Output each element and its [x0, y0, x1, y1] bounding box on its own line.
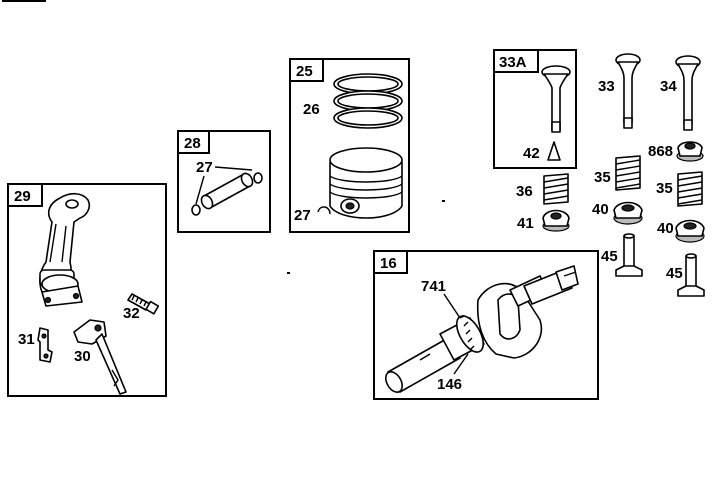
group-25-box: [289, 58, 410, 233]
connecting-rod-icon: [39, 192, 91, 307]
part-35-right-label: 35: [656, 180, 673, 197]
group-25-label: 25: [296, 63, 313, 80]
lock-plate-icon: [37, 327, 53, 363]
part-146-label: 146: [437, 376, 462, 393]
part-741-label: 741: [421, 278, 446, 295]
group-28-box: [177, 130, 271, 233]
part-27-piston-clip-label: 27: [294, 207, 311, 224]
valve-spring-36-icon: [543, 173, 569, 205]
tappet-icon: [615, 233, 643, 277]
group-33a-tag: [493, 49, 539, 73]
group-29-box: [7, 183, 167, 397]
valve-seal-868-icon: [676, 141, 704, 162]
part-27-pin-clip-label: 27: [196, 159, 213, 176]
part-45-right-label: 45: [666, 265, 683, 282]
part-40-right-label: 40: [657, 220, 674, 237]
group-16-crankshaft: 16 741 146: [373, 250, 599, 400]
part-26-label: 26: [303, 101, 320, 118]
group-16-tag: [373, 250, 408, 274]
piston-clip-icon: [317, 206, 331, 215]
group-25-tag: [289, 58, 324, 82]
part-868-label: 868: [648, 143, 673, 160]
piston-icon: [329, 147, 403, 219]
spring-retainer-icon: [675, 219, 705, 243]
pin-clip-icon: [191, 204, 201, 216]
retainer-42-icon: [547, 141, 561, 161]
part-32-label: 32: [123, 305, 140, 322]
stray-mark: [287, 272, 290, 274]
group-29-label: 29: [14, 188, 31, 205]
group-16-box: [373, 250, 599, 400]
group-28-label: 28: [184, 135, 201, 152]
crankshaft-icon: [385, 265, 579, 393]
spring-retainer-41-icon: [542, 209, 570, 232]
group-33a-label: 33A: [499, 54, 527, 71]
part-31-label: 31: [18, 331, 35, 348]
part-36-label: 36: [516, 183, 533, 200]
part-33-label: 33: [598, 78, 615, 95]
valve-33-icon: [615, 53, 641, 129]
part-34-label: 34: [660, 78, 677, 95]
group-29-connecting-rod: 29 32 31 30: [7, 183, 167, 397]
rod-bolt-icon: [127, 293, 160, 315]
group-28-piston-pin: 28 27: [177, 130, 271, 233]
spring-retainer-icon: [613, 201, 643, 225]
group-29-tag: [7, 183, 43, 207]
pin-clip-icon: [253, 172, 263, 184]
part-41-label: 41: [517, 215, 534, 232]
group-16-label: 16: [380, 255, 397, 272]
part-42-label: 42: [523, 145, 540, 162]
oil-dipper-icon: [73, 319, 127, 395]
piston-pin-icon: [200, 172, 254, 210]
valve-spring-icon: [677, 171, 703, 207]
valve-spring-icon: [615, 155, 641, 191]
part-40-left-label: 40: [592, 201, 609, 218]
part-45-left-label: 45: [601, 248, 618, 265]
group-33a-valve: 33A 42: [493, 49, 577, 169]
group-28-tag: [177, 130, 210, 154]
valve-34-icon: [675, 55, 701, 131]
tappet-icon: [677, 253, 705, 297]
part-35-left-label: 35: [594, 169, 611, 186]
part-30-label: 30: [74, 348, 91, 365]
group-25-piston: 25 26 27: [289, 58, 410, 233]
piston-rings-icon: [333, 73, 403, 129]
stray-mark: [442, 200, 445, 202]
valve-33a-icon: [541, 65, 571, 133]
